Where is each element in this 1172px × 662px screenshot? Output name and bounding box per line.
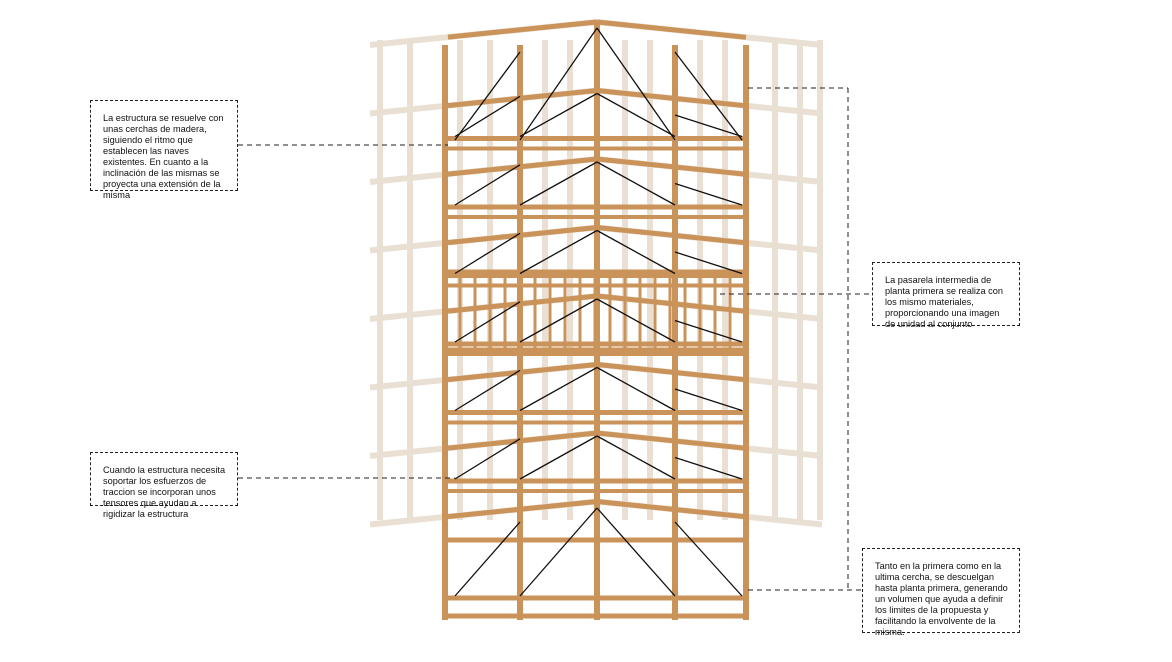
tensor	[596, 92, 676, 138]
tensor	[454, 232, 521, 275]
tensor	[519, 161, 598, 206]
tensor	[454, 301, 521, 343]
tensor	[519, 229, 598, 275]
tensor	[674, 319, 743, 343]
tensor	[596, 366, 676, 412]
tensor	[519, 507, 598, 597]
truss-rafter	[596, 88, 747, 109]
truss-rafter	[596, 499, 747, 520]
annotation-end-trusses: Tanto en la primera como en la ultima ce…	[862, 548, 1020, 637]
truss-rafter	[596, 19, 747, 40]
tensor	[454, 369, 521, 412]
tensor	[519, 92, 598, 138]
truss-rafter	[596, 225, 747, 246]
tensor	[519, 27, 598, 141]
tensor	[674, 182, 743, 206]
tensor	[454, 51, 521, 141]
annotation-trusses: La estructura se resuelve con unas cerch…	[90, 100, 238, 200]
annotation-walkway: La pasarela intermedia de planta primera…	[872, 262, 1020, 329]
tensor	[674, 388, 743, 412]
truss-rafter	[596, 362, 747, 383]
tensor	[519, 435, 598, 480]
tensor	[596, 298, 676, 343]
tensor	[596, 435, 676, 480]
truss-rafter	[596, 430, 747, 451]
tensor	[596, 27, 676, 141]
tensor	[596, 507, 676, 597]
annotation-tensors: Cuando la estructura necesita soportar l…	[90, 452, 238, 519]
tensor	[596, 229, 676, 275]
tensor	[674, 456, 743, 480]
tensor	[674, 51, 743, 141]
tensor	[674, 521, 743, 597]
tensor	[596, 161, 676, 206]
tensor	[454, 438, 521, 480]
tensor	[674, 114, 743, 138]
truss-rafter	[447, 19, 598, 40]
tensor	[454, 95, 521, 138]
truss-rafter	[596, 293, 747, 314]
tensor	[519, 298, 598, 343]
tensor	[454, 521, 521, 597]
tensor	[674, 251, 743, 275]
tensor	[519, 366, 598, 412]
truss-rafter	[596, 156, 747, 177]
tensor	[454, 164, 521, 206]
